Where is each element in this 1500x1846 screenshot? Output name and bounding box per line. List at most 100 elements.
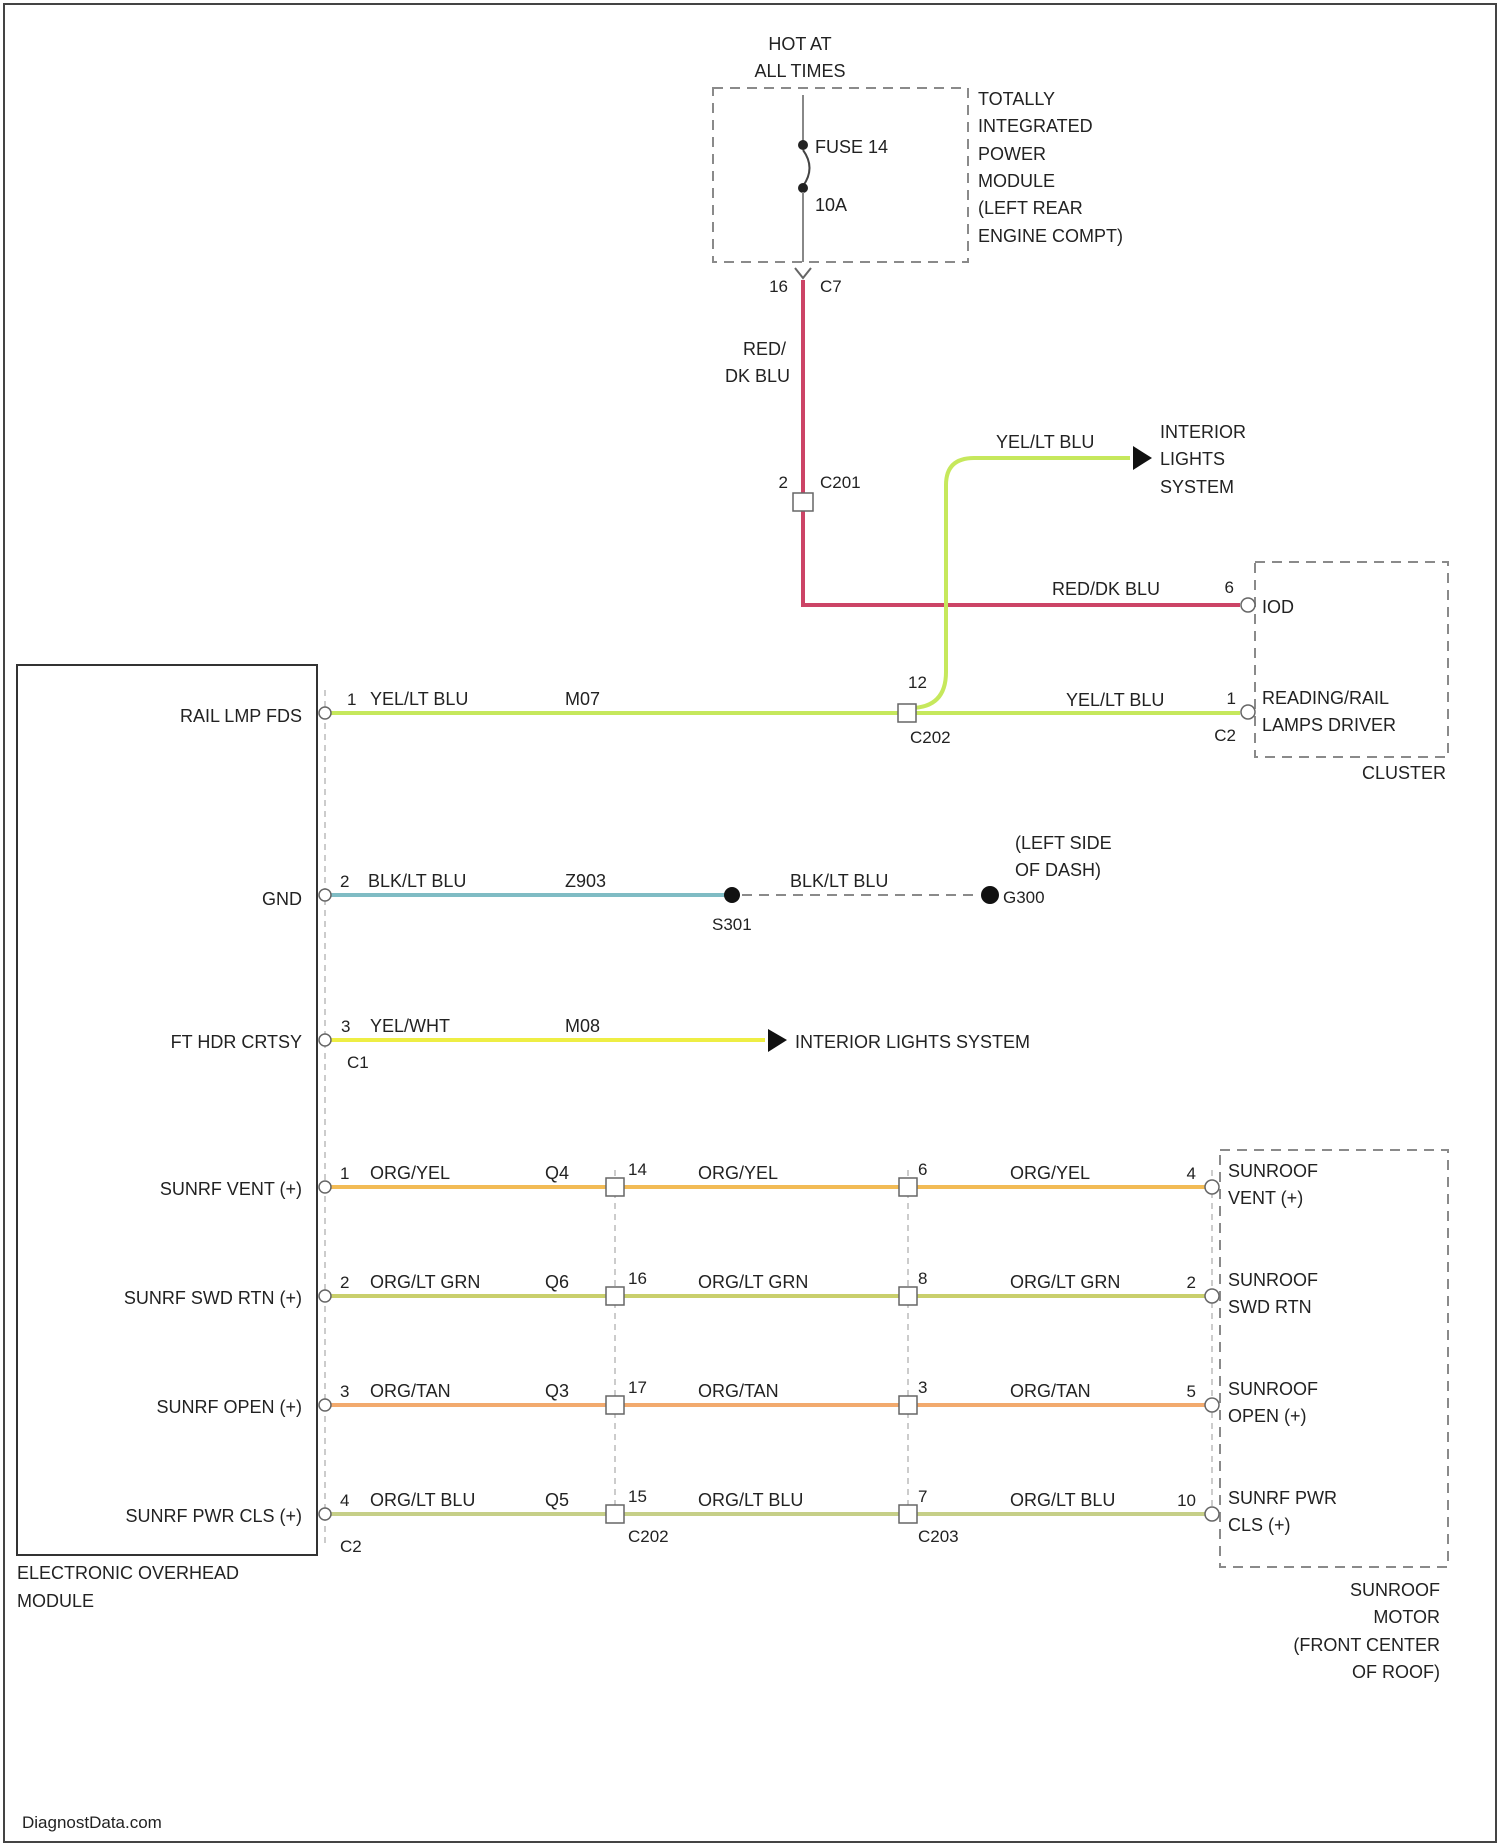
tipm-name-5: (LEFT REAR xyxy=(978,198,1083,218)
gnd-terminal xyxy=(319,889,331,901)
sunroof-wire-label-1: ORG/TAN xyxy=(370,1381,451,1401)
interior-top-dest-3: SYSTEM xyxy=(1160,477,1234,497)
eom-pin-open: SUNRF OPEN (+) xyxy=(156,1397,302,1417)
tipm-name-2: INTEGRATED xyxy=(978,116,1093,136)
sunroof-pin1: 2 xyxy=(340,1273,349,1292)
crtsy-connector: C1 xyxy=(347,1053,369,1072)
gnd-wire: BLK/LT BLU xyxy=(368,871,466,891)
inline-c202: C202 xyxy=(628,1527,669,1546)
sunroof-wire-label-2: ORG/TAN xyxy=(698,1381,779,1401)
c202-rail-pin xyxy=(898,704,916,722)
fuse-terminal-bottom xyxy=(798,183,808,193)
sunroof-eom-terminal xyxy=(319,1508,331,1520)
sunroof-motor-pin-label-2: VENT (+) xyxy=(1228,1188,1303,1208)
gnd-location-1: (LEFT SIDE xyxy=(1015,833,1112,853)
sunroof-c203-pin xyxy=(899,1178,917,1196)
eom-pin-close: SUNRF PWR CLS (+) xyxy=(125,1506,302,1526)
sunroof-c202-pin xyxy=(606,1178,624,1196)
eom-pin-swd: SUNRF SWD RTN (+) xyxy=(124,1288,302,1308)
cluster-lamp-pin: 1 xyxy=(1227,689,1236,708)
cluster-iod-pin: 6 xyxy=(1225,578,1234,597)
crtsy-arrow xyxy=(768,1029,787,1052)
tipm-name-3: POWER xyxy=(978,144,1046,164)
tipm-name-1: TOTALLY xyxy=(978,89,1055,109)
sunroof-wire-label-3: ORG/LT BLU xyxy=(1010,1490,1115,1510)
sunroof-motor-terminal xyxy=(1205,1398,1219,1412)
sunroof-motor-pin-label-1: SUNROOF xyxy=(1228,1270,1318,1290)
rail-circuit: M07 xyxy=(565,689,600,709)
cluster-iod-wire: RED/DK BLU xyxy=(1052,579,1160,599)
motor-name-1: SUNROOF xyxy=(1350,1580,1440,1600)
gnd-circuit: Z903 xyxy=(565,871,606,891)
crtsy-dest: INTERIOR LIGHTS SYSTEM xyxy=(795,1032,1030,1052)
interior-top-arrow xyxy=(1133,446,1152,470)
sunroof-motor-terminal xyxy=(1205,1289,1219,1303)
sunroof-motor-terminal xyxy=(1205,1180,1219,1194)
sunroof-pin3: 3 xyxy=(918,1378,927,1397)
sunroof-c202-pin xyxy=(606,1505,624,1523)
sunroof-circuit: Q4 xyxy=(545,1163,569,1183)
cluster-iod-label: IOD xyxy=(1262,597,1294,617)
sunroof-motor-pin-label-2: SWD RTN xyxy=(1228,1297,1312,1317)
cluster-lamp-label-2: LAMPS DRIVER xyxy=(1262,715,1396,735)
sunroof-pin2: 15 xyxy=(628,1487,647,1506)
sunroof-c203-pin xyxy=(899,1505,917,1523)
c201-pin: 2 xyxy=(779,473,788,492)
sunroof-wire-label-3: ORG/LT GRN xyxy=(1010,1272,1120,1292)
tipm-name-4: MODULE xyxy=(978,171,1055,191)
ground-g300-icon xyxy=(981,886,999,904)
sunroof-motor-pin-label-1: SUNRF PWR xyxy=(1228,1488,1337,1508)
sunroof-c203-pin xyxy=(899,1287,917,1305)
sunroof-wire-label-2: ORG/LT GRN xyxy=(698,1272,808,1292)
sunroof-motor-pin-label-2: CLS (+) xyxy=(1228,1515,1291,1535)
sunroof-pin4: 10 xyxy=(1177,1491,1196,1510)
red-wire-color-1: RED/ xyxy=(743,339,786,359)
crtsy-wire: YEL/WHT xyxy=(370,1016,450,1036)
rail-splice-pin: 12 xyxy=(908,673,927,692)
sunroof-wire-label-2: ORG/LT BLU xyxy=(698,1490,803,1510)
sunroof-circuit: Q6 xyxy=(545,1272,569,1292)
sunroof-c203-pin xyxy=(899,1396,917,1414)
gnd-splice: S301 xyxy=(712,915,752,934)
tipm-pin: 16 xyxy=(769,277,788,296)
tipm-name-6: ENGINE COMPT) xyxy=(978,226,1123,246)
sunroof-wire-label-3: ORG/YEL xyxy=(1010,1163,1090,1183)
eom-pin-gnd: GND xyxy=(262,889,302,909)
cluster-lamp-label-1: READING/RAIL xyxy=(1262,688,1389,708)
sunroof-wire-label-1: ORG/LT GRN xyxy=(370,1272,480,1292)
rail-splice: C202 xyxy=(910,728,951,747)
motor-name-4: OF ROOF) xyxy=(1352,1662,1440,1682)
eom-box xyxy=(17,665,317,1555)
c201-connector-pin xyxy=(793,493,813,511)
sunroof-wire-label-3: ORG/TAN xyxy=(1010,1381,1091,1401)
cluster-name: CLUSTER xyxy=(1362,763,1446,783)
interior-top-dest-2: LIGHTS xyxy=(1160,449,1225,469)
eom-name-1: ELECTRONIC OVERHEAD xyxy=(17,1563,239,1583)
fuse-amps: 10A xyxy=(815,195,847,215)
cluster-connector: C2 xyxy=(1214,726,1236,745)
red-wire-color-2: DK BLU xyxy=(725,366,790,386)
eom-connector: C2 xyxy=(340,1537,362,1556)
motor-name-2: MOTOR xyxy=(1373,1607,1440,1627)
cluster-lamp-wire: YEL/LT BLU xyxy=(1066,690,1164,710)
sunroof-pin4: 2 xyxy=(1187,1273,1196,1292)
c201-label: C201 xyxy=(820,473,861,492)
inline-c203: C203 xyxy=(918,1527,959,1546)
rail-terminal xyxy=(319,707,331,719)
interior-top-dest-1: INTERIOR xyxy=(1160,422,1246,442)
sunroof-pin3: 6 xyxy=(918,1160,927,1179)
sunroof-pin3: 8 xyxy=(918,1269,927,1288)
motor-name-3: (FRONT CENTER xyxy=(1293,1635,1440,1655)
gnd-pin: 2 xyxy=(340,872,349,891)
sunroof-motor-pin-label-2: OPEN (+) xyxy=(1228,1406,1307,1426)
sunroof-eom-terminal xyxy=(319,1290,331,1302)
eom-name-2: MODULE xyxy=(17,1591,94,1611)
eom-pin-rail: RAIL LMP FDS xyxy=(180,706,302,726)
fuse-terminal-top xyxy=(798,140,808,150)
rail-pin: 1 xyxy=(347,690,356,709)
crtsy-terminal xyxy=(319,1034,331,1046)
cluster-iod-terminal xyxy=(1241,598,1255,612)
eom-pin-vent: SUNRF VENT (+) xyxy=(160,1179,302,1199)
gnd-wire2: BLK/LT BLU xyxy=(790,871,888,891)
splice-s301 xyxy=(724,887,740,903)
